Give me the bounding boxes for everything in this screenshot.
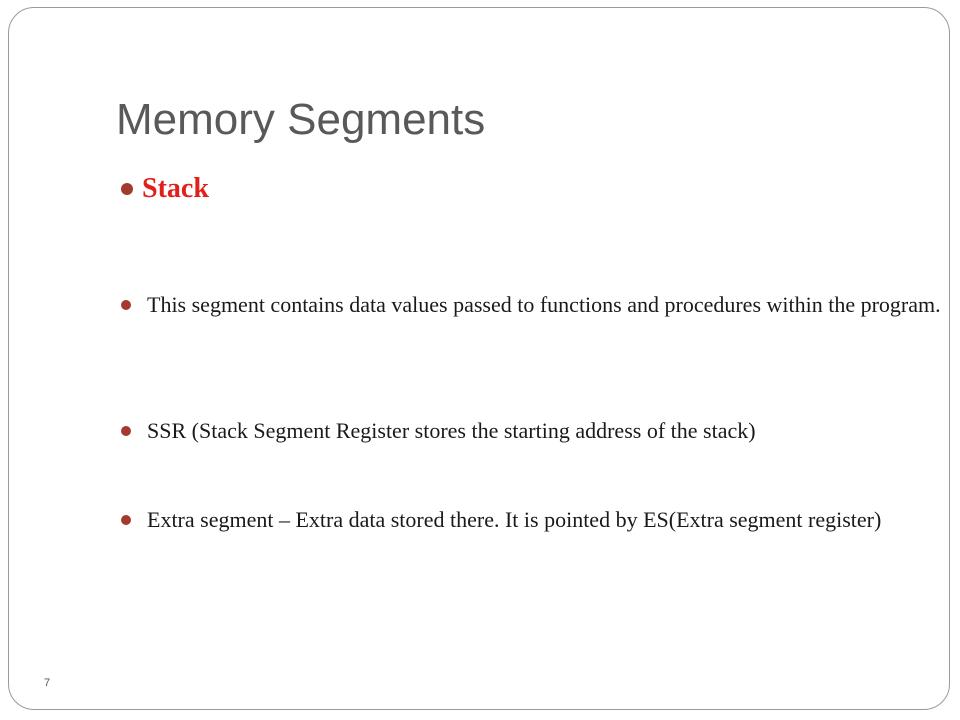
bullet-item: SSR (Stack Segment Register stores the s… [121,415,951,447]
bullet-heading-stack: Stack [121,171,951,207]
bullet-item-text: SSR (Stack Segment Register stores the s… [147,418,756,443]
bullet-dot-icon [121,183,133,195]
bullet-heading-text: Stack [142,173,209,204]
bullet-item: Extra segment – Extra data stored there.… [121,504,951,536]
bullet-dot-icon [121,426,131,436]
slide-number: 7 [44,677,51,689]
bullet-dot-icon [121,515,131,525]
bullet-item: This segment contains data values passed… [121,289,951,321]
bullet-item-text: This segment contains data values passed… [147,292,941,317]
bullet-item-text: Extra segment – Extra data stored there.… [147,507,882,532]
slide-frame: Memory Segments Stack This segment conta… [8,7,950,710]
bullet-dot-icon [121,300,131,310]
slide-title: Memory Segments [116,95,486,144]
